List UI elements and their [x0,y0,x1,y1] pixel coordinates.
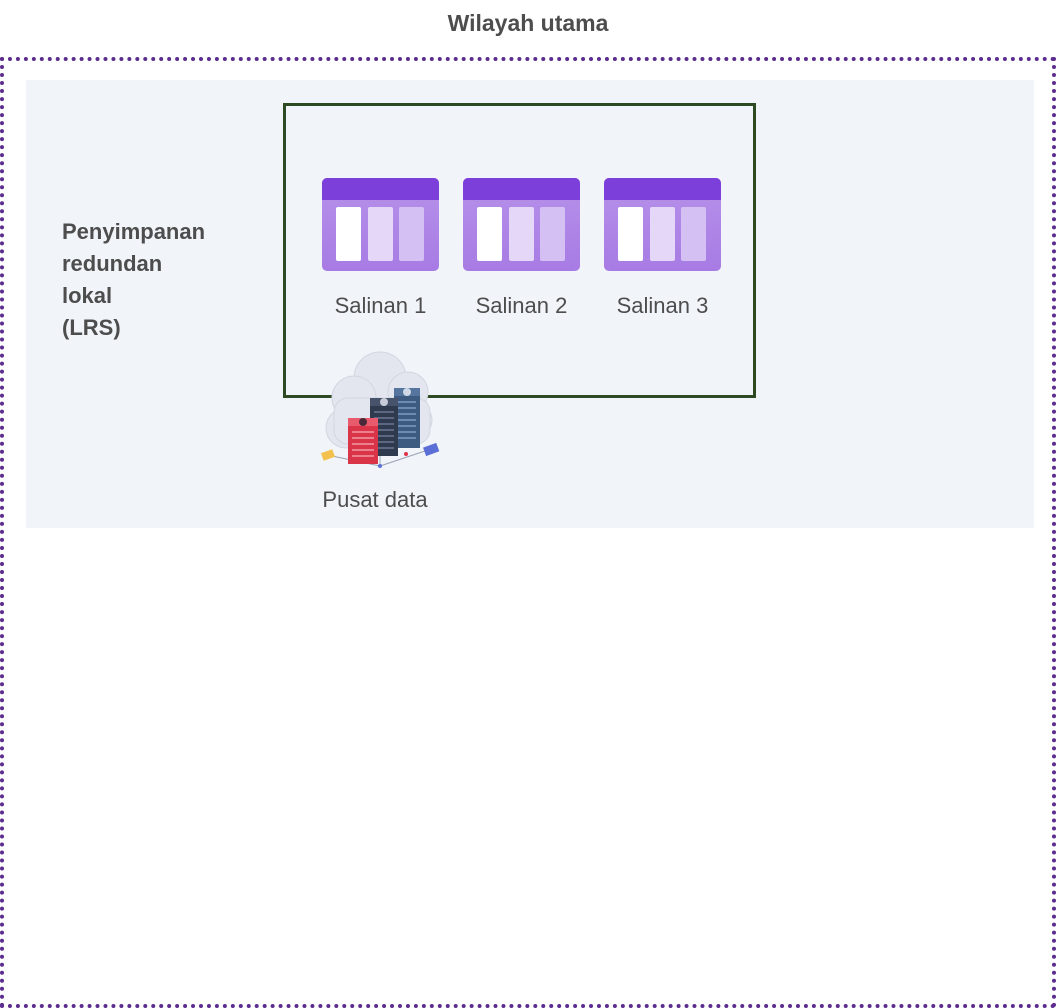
replica-label: Salinan 1 [334,293,427,318]
storage-table-icon [322,178,439,271]
datacenter-cloud-servers-icon [320,351,440,468]
storage-table-icon [463,178,580,271]
lrs-label: Penyimpanan redundan lokal (LRS) [62,216,205,344]
replica-2: Salinan 2 [463,178,580,319]
region-title: Wilayah utama [447,10,609,36]
primary-region-boundary [0,57,1056,1008]
lrs-label-line-2: redundan [62,251,163,276]
storage-table-icon [604,178,721,271]
datacenter-label: Pusat data [322,487,428,512]
replica-label: Salinan 3 [616,293,709,318]
replica-label: Salinan 2 [475,293,568,318]
lrs-panel [26,80,1034,528]
replica-group [283,103,756,398]
lrs-label-line-1: Penyimpanan [62,219,206,244]
lrs-label-line-4: (LRS) [62,315,121,340]
lrs-label-line-3: lokal [62,283,113,308]
replica-3: Salinan 3 [604,178,721,319]
replica-1: Salinan 1 [322,178,439,319]
